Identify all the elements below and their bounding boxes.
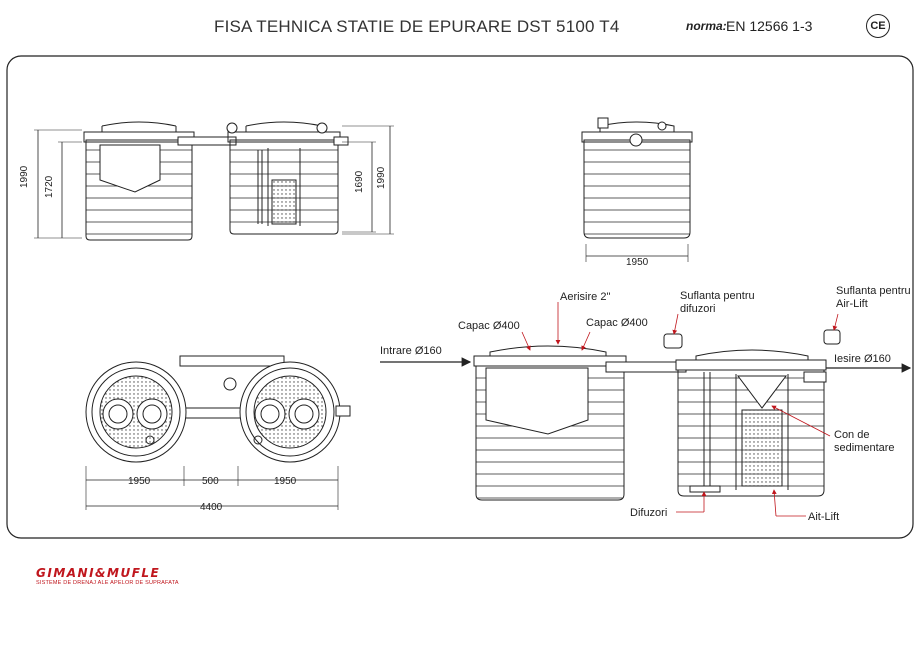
norma-value: EN 12566 1-3 <box>726 18 813 34</box>
logo-tagline: SISTEME DE DRENAJ ALE APELOR DE SUPRAFAT… <box>36 580 179 586</box>
page-title: FISA TEHNICA STATIE DE EPURARE DST 5100 … <box>214 17 620 36</box>
label-aerisire: Aerisire 2" <box>560 291 610 303</box>
dim-top-total: 4400 <box>200 502 223 513</box>
front-view <box>581 117 693 262</box>
leader-lines <box>521 302 839 517</box>
label-difuzori: Difuzori <box>630 507 667 519</box>
label-capac-left: Capac Ø400 <box>458 320 520 332</box>
label-suflanta-airlift-1: Suflanta pentru <box>836 285 911 297</box>
dim-side-total-left: 1990 <box>19 165 30 188</box>
top-view <box>85 355 351 510</box>
label-capac-right: Capac Ø400 <box>586 317 648 329</box>
dim-side-inner-left: 1720 <box>44 175 55 198</box>
dim-front-width: 1950 <box>626 257 649 268</box>
dim-top-right: 1950 <box>274 476 297 487</box>
label-con-1: Con de <box>834 429 869 441</box>
dim-top-gap: 500 <box>202 476 219 487</box>
side-view <box>34 121 394 241</box>
logo-name: GIMANI&MUFLE <box>36 566 161 580</box>
label-suflanta-airlift-2: Air-Lift <box>836 298 868 310</box>
dim-top-left: 1950 <box>128 476 151 487</box>
label-con-2: sedimentare <box>834 442 895 454</box>
company-logo: GIMANI&MUFLE SISTEME DE DRENAJ ALE APELO… <box>36 566 179 586</box>
label-iesire: Iesire Ø160 <box>834 353 891 365</box>
dim-side-inner-right: 1690 <box>354 170 365 193</box>
drawing-frame <box>6 55 914 539</box>
dim-side-total-right: 1990 <box>376 166 387 189</box>
label-suflanta-difuzori-2: difuzori <box>680 303 715 315</box>
norma-label: norma: <box>686 19 727 33</box>
label-airlift: Ait-Lift <box>808 511 839 523</box>
label-intrare: Intrare Ø160 <box>380 345 442 357</box>
section-view <box>473 329 841 501</box>
label-suflanta-difuzori-1: Suflanta pentru <box>680 290 755 302</box>
ce-mark-icon: CE <box>866 14 890 38</box>
